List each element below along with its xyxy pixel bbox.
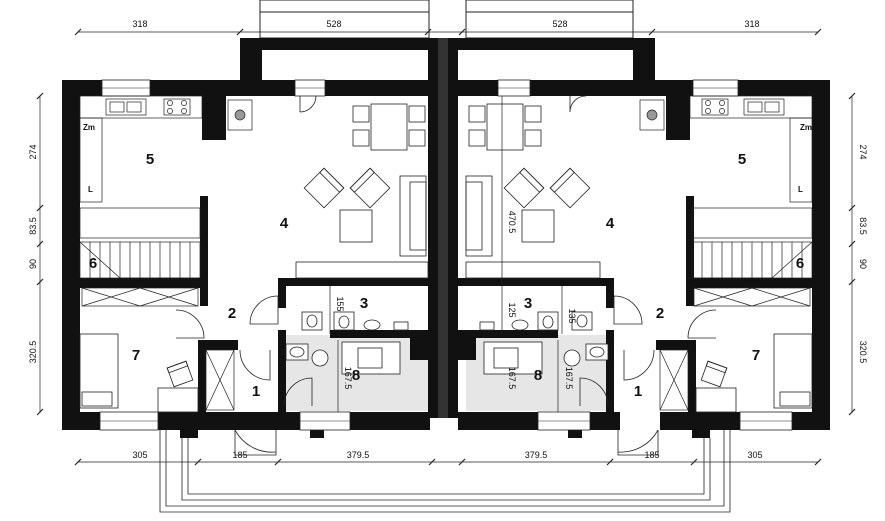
dim-left-1: 274 [28, 144, 38, 159]
room-left-8: 8 [352, 367, 360, 384]
room-right-7: 7 [752, 347, 760, 364]
dimension-lines [39, 31, 853, 463]
dim-right-3: 90 [858, 259, 868, 269]
dim-right-1: 274 [858, 144, 868, 159]
stairs-right [691, 207, 813, 279]
dim-int-125: 125 [507, 302, 517, 317]
room-numbers-right: 5 4 6 2 3 7 8 1 [524, 151, 804, 400]
bathroom-right [479, 311, 609, 375]
fridge-label-right: Zm [800, 123, 812, 132]
dim-int-135: 135 [567, 308, 577, 323]
wardrobes [81, 287, 811, 411]
dim-bottom-4: 379.5 [525, 450, 548, 460]
walls [62, 38, 830, 438]
dim-bottom-1: 305 [132, 450, 147, 460]
room-left-1: 1 [252, 383, 260, 400]
dim-int-167-left: 167.5 [343, 367, 353, 390]
dim-int-470: 470.5 [507, 211, 517, 234]
dim-right-4: 320.5 [858, 341, 868, 364]
dim-left-3: 90 [28, 259, 38, 269]
fridge-label-left: Zm [83, 123, 95, 132]
room-left-3: 3 [360, 295, 368, 312]
room-left-7: 7 [132, 347, 140, 364]
room-right-3: 3 [524, 295, 532, 312]
room-left-2: 2 [228, 305, 236, 322]
room-right-6: 6 [796, 255, 804, 272]
front-terrace [159, 430, 731, 513]
living-left [295, 167, 429, 279]
dim-top-4: 318 [744, 19, 759, 29]
bedroom-right [695, 333, 813, 413]
l-label-right: L [798, 185, 803, 194]
room-right-2: 2 [656, 305, 664, 322]
dim-top-2: 528 [326, 19, 341, 29]
dimension-labels: 318 528 528 318 305 185 379.5 379.5 185 … [28, 19, 868, 460]
dining-right [468, 103, 542, 151]
bathroom-left [285, 311, 409, 375]
kitchen-left [79, 95, 253, 203]
dim-top-3: 528 [552, 19, 567, 29]
dim-left-4: 320.5 [28, 341, 38, 364]
dim-bottom-5: 185 [644, 450, 659, 460]
dim-bottom-3: 379.5 [347, 450, 370, 460]
dim-int-167-right: 167.5 [564, 367, 574, 390]
room-right-1: 1 [634, 383, 642, 400]
dim-int-155: 155 [335, 296, 345, 311]
room-left-4: 4 [280, 215, 289, 232]
room-left-6: 6 [89, 255, 97, 272]
bedroom-left [79, 333, 199, 413]
stairs-left [79, 207, 201, 279]
dim-top-1: 318 [132, 19, 147, 29]
dining-left [352, 103, 426, 151]
room-left-5: 5 [146, 151, 154, 168]
dim-right-2: 83.5 [858, 217, 868, 235]
room-right-4: 4 [606, 215, 615, 232]
kitchen-right [639, 95, 813, 203]
room-numbers-left: 5 4 6 2 3 7 8 1 [89, 151, 368, 400]
living-right [465, 167, 601, 279]
room-right-5: 5 [738, 151, 746, 168]
room-right-8: 8 [534, 367, 542, 384]
dimension-ticks [36, 28, 856, 466]
dim-int-167-mid: 167.5 [507, 367, 517, 390]
doors [175, 95, 717, 456]
dim-bottom-6: 305 [747, 450, 762, 460]
l-label-left: L [88, 185, 93, 194]
dim-left-2: 83.5 [28, 217, 38, 235]
dim-bottom-2: 185 [232, 450, 247, 460]
